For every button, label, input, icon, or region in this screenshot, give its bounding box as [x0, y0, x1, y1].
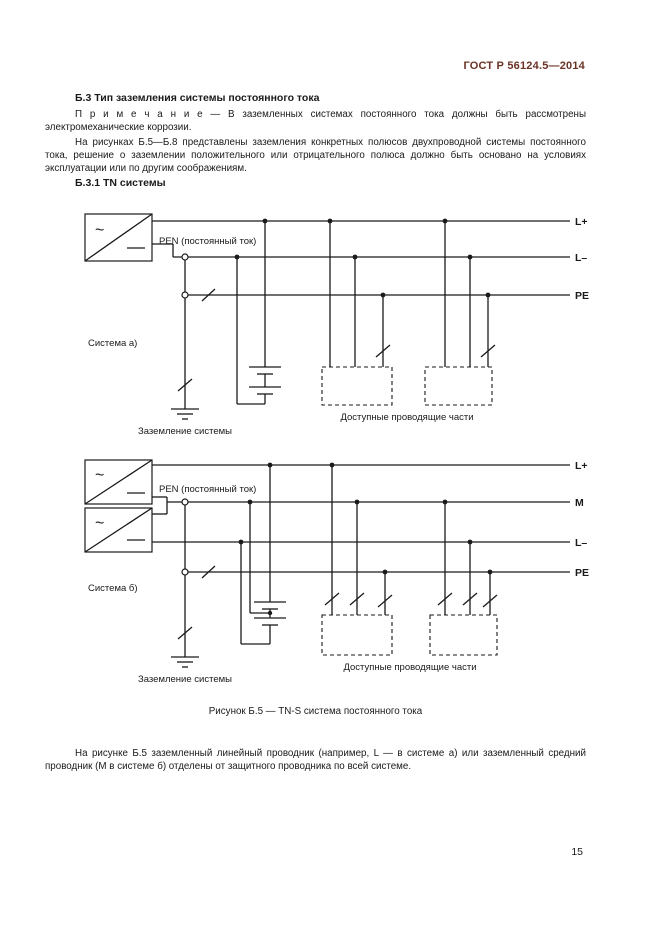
pen-label-a: PEN (постоянный ток): [159, 236, 256, 247]
system-label-b: Система б): [88, 583, 138, 594]
switch-mark: [437, 592, 453, 606]
converter-symbol-b2: ~: [84, 507, 153, 553]
pe-connection-mark: [482, 594, 498, 608]
grounding-label-a: Заземление системы: [138, 426, 232, 437]
converter-symbol-b1: ~: [84, 459, 153, 505]
diagram-system-b: ~ ~ L+ M L– PE: [84, 459, 589, 685]
intro-paragraph: На рисунках Б.5—Б.8 представлены заземле…: [45, 137, 586, 174]
heading-b31: Б.3.1 TN системы: [75, 177, 166, 189]
ac-symbol: ~: [95, 222, 104, 239]
converter-symbol-a: ~: [84, 213, 153, 262]
system-earthing-a: Заземление системы: [138, 253, 232, 437]
terminal-circle: [181, 253, 189, 261]
bus-m-b: M: [152, 496, 584, 515]
ac-symbol: ~: [95, 467, 104, 484]
pe-connection-mark: [375, 344, 391, 358]
pe-connection-mark: [377, 594, 393, 608]
document-number: ГОСТ Р 56124.5—2014: [463, 60, 585, 72]
terminal-circle: [181, 568, 189, 576]
disconnect-mark: [177, 378, 193, 392]
bus-label-l-plus: L+: [575, 216, 588, 228]
heading-b3: Б.3 Тип заземления системы постоянного т…: [75, 92, 320, 104]
bus-l-minus-a: L–: [152, 243, 587, 264]
pe-connection-mark: [480, 344, 496, 358]
system-earthing-b: Заземление системы: [138, 498, 232, 685]
note-paragraph: П р и м е ч а н и е — В заземленных сист…: [45, 109, 586, 133]
ac-symbol: ~: [95, 515, 104, 532]
exposed-parts-b: Доступные проводящие части: [321, 462, 498, 673]
pe-separation-mark: [201, 288, 216, 302]
battery-b: [238, 462, 286, 645]
page-number: 15: [571, 846, 583, 858]
bus-l-plus-a: L+: [152, 216, 588, 228]
pe-separation-mark: [201, 565, 216, 579]
switch-mark: [462, 592, 478, 606]
bus-label-pe: PE: [575, 290, 589, 302]
exposed-parts-a: Доступные проводящие части: [321, 218, 496, 423]
terminal-circle: [181, 498, 189, 506]
terminal-circle: [181, 291, 189, 299]
parts-label-b: Доступные проводящие части: [343, 662, 476, 673]
outro-paragraph: На рисунке Б.5 заземленный линейный пров…: [45, 748, 586, 772]
disconnect-mark: [177, 626, 193, 640]
bus-pe-b: PE: [185, 565, 589, 579]
bus-l-minus-b: L–: [152, 537, 587, 549]
figure-caption: Рисунок Б.5 — TN-S система постоянного т…: [208, 706, 423, 717]
bus-label-l-minus: L–: [575, 537, 587, 549]
bus-label-l-plus: L+: [575, 460, 588, 472]
switch-mark: [324, 592, 340, 606]
bus-pe-a: PE: [185, 288, 589, 302]
switch-mark: [349, 592, 365, 606]
bus-label-m: M: [575, 497, 584, 509]
bus-l-plus-b: L+: [152, 460, 588, 472]
parts-label-a: Доступные проводящие части: [340, 412, 473, 423]
diagram-system-a: ~ L+ L– PE PEN (постоянный ток): [84, 213, 589, 437]
bus-label-l-minus: L–: [575, 252, 587, 264]
system-label-a: Система а): [88, 338, 137, 349]
bus-label-pe: PE: [575, 567, 589, 579]
battery-a: [234, 218, 281, 405]
grounding-label-b: Заземление системы: [138, 674, 232, 685]
pen-label-b: PEN (постоянный ток): [159, 484, 256, 495]
